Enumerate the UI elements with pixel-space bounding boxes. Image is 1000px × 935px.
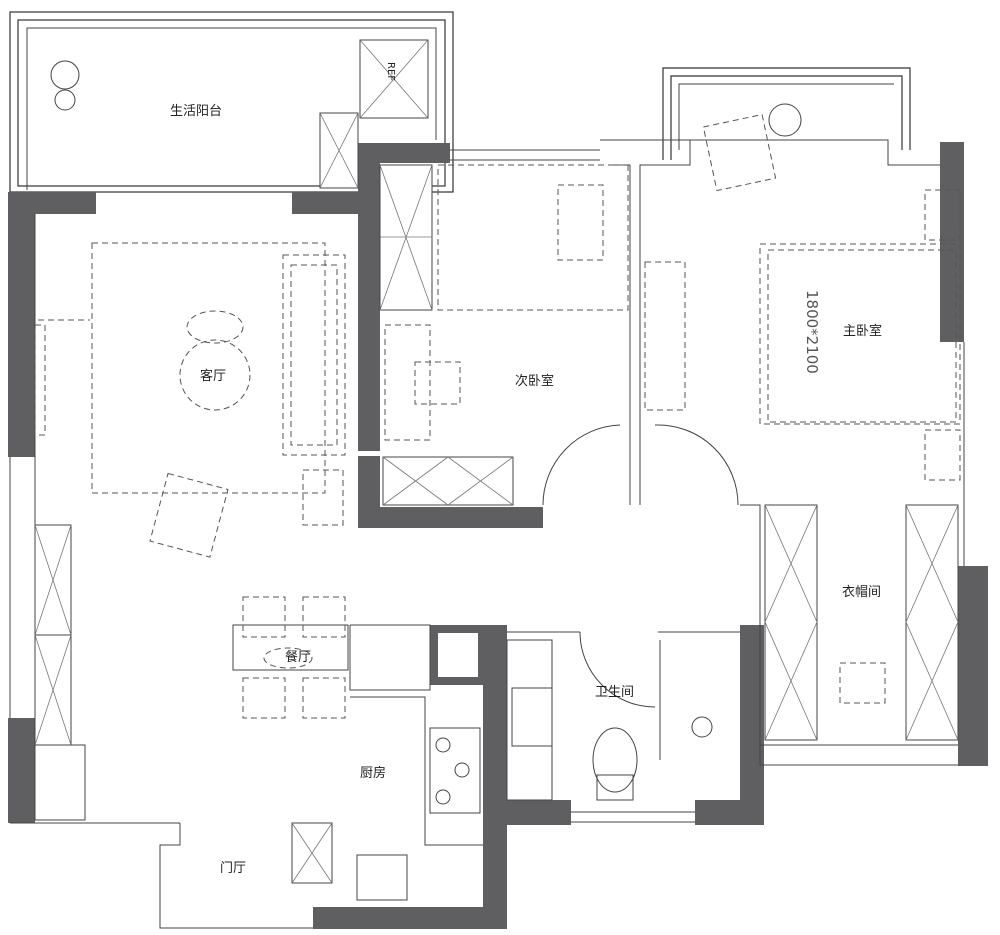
living-room-furniture: [34, 242, 346, 558]
label-foyer: 门厅: [220, 861, 246, 876]
label-second-bedroom: 次卧室: [515, 373, 554, 389]
master-balcony-railing: [662, 67, 911, 160]
structural-walls: [8, 142, 988, 929]
label-bathroom: 卫生间: [595, 685, 634, 700]
room-labels: 生活阳台 客厅 次卧室 主卧室 衣帽间 餐厅 卫生间 厨房 门厅 1800*21…: [170, 62, 882, 876]
left-cabinets: [34, 524, 86, 821]
dining-furniture: [232, 596, 349, 719]
fridge-label: REF: [385, 62, 396, 81]
label-living-room: 客厅: [200, 368, 226, 384]
master-bedroom-furniture: [644, 103, 961, 481]
balcony-fixtures: [50, 39, 429, 189]
closet-cabinets: [764, 504, 959, 741]
bed-size-label: 1800*2100: [803, 290, 821, 374]
label-balcony: 生活阳台: [170, 104, 222, 119]
bathroom-fixtures: [506, 639, 713, 801]
second-bedroom-furniture: [379, 164, 629, 506]
label-master-bedroom: 主卧室: [843, 323, 882, 339]
balcony-railing: [9, 11, 454, 193]
kitchen-counter: [291, 624, 483, 901]
label-kitchen: 厨房: [360, 765, 386, 781]
label-dining: 餐厅: [285, 649, 311, 665]
label-closet: 衣帽间: [842, 584, 881, 600]
doors: [542, 424, 739, 708]
